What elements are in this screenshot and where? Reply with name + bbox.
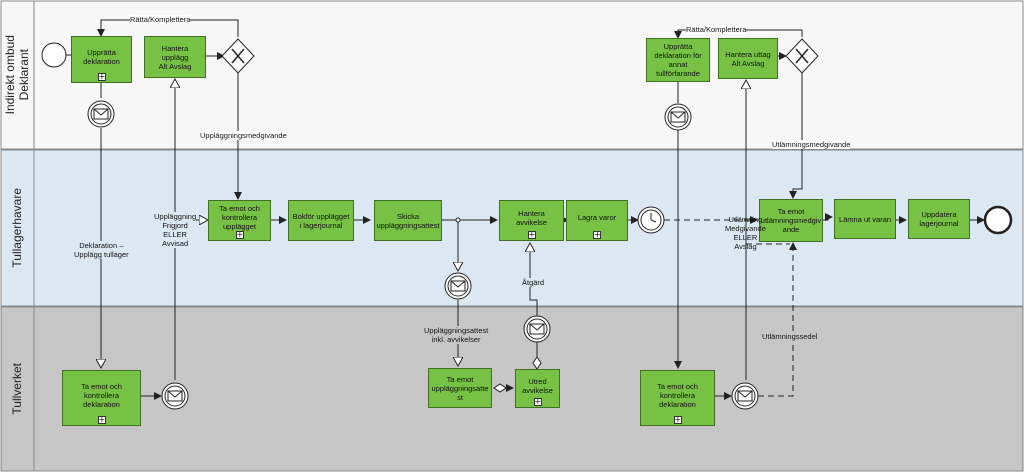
message-event-5 (161, 382, 189, 410)
task-bokfor-upplagget[interactable]: Bokför upplägget i lagerjournal (288, 200, 354, 241)
task-ta-emot-kontrollera-deklaration-2[interactable]: Ta emot och kontrollera deklaration+ (640, 370, 715, 426)
start-event (41, 42, 67, 68)
task-hantera-uttag[interactable]: Hantera uttag Alt Avslag (718, 38, 778, 79)
subprocess-marker-icon: + (235, 230, 244, 239)
task-lagra-varor[interactable]: Lagra varor+ (566, 200, 628, 241)
timer-event (637, 206, 665, 234)
task-hantera-upplagg[interactable]: Hantera upplägg Alt Avslag (144, 36, 206, 78)
task-hantera-avvikelse[interactable]: Hantera avvikelse+ (499, 200, 564, 241)
subprocess-marker-icon: + (97, 72, 106, 81)
label-atgard: Åtgärd (522, 278, 545, 287)
message-event-6 (731, 382, 759, 410)
label-ratta-komplettera-1: Rätta/Komplettera (130, 15, 191, 24)
subprocess-marker-icon: + (673, 415, 682, 424)
message-event-4 (523, 315, 551, 343)
subprocess-marker-icon: + (593, 230, 601, 239)
task-ta-emot-upplaggningsattest[interactable]: Ta emot uppläggningsatte st (428, 368, 492, 408)
label-deklaration-upplagg: Deklaration – Upplägg tullager (74, 241, 129, 259)
task-ta-emot-utlamningsmedgivande[interactable]: Ta emot utlämningsmedgiv ande (759, 199, 823, 242)
label-ratta-komplettera-2: Rätta/Komplettera (686, 25, 747, 34)
end-event (983, 205, 1013, 235)
label-upplaggningsmedgivande: Uppläggningsmedgivande (200, 131, 287, 140)
subprocess-marker-icon: + (533, 397, 542, 406)
dashed-flows (664, 216, 797, 397)
lane-label-lager: Tullagerhavare (10, 188, 24, 268)
lane-tull (0, 306, 1024, 472)
label-utlamning-medgivande-avslag: Utlämning Medgivande ELLER Avslag (725, 215, 766, 251)
label-utlamningssedel: Utlämningssedel (762, 332, 818, 341)
label-upplaggningsattest-avvikelser: Uppläggningsattest inkl. avvikelser (424, 326, 489, 344)
task-lamna-ut-varan[interactable]: Lämna ut varan (834, 199, 896, 239)
task-uppdatera-lagerjournal[interactable]: Uppdatera lagerjournal (908, 199, 970, 239)
task-ta-emot-kontrollera-deklaration-1[interactable]: Ta emot och kontrollera deklaration+ (62, 370, 141, 426)
lane-label-ombud: Indirekt ombud Deklarant (3, 35, 31, 115)
task-uppratta-deklaration[interactable]: Upprätta deklaration+ (71, 36, 132, 83)
lane-label-tull: Tullverket (10, 363, 24, 415)
task-uppratta-deklaration-annat[interactable]: Upprätta deklaration för annat tullförfa… (646, 38, 710, 82)
task-utred-avvikelse[interactable]: Utred avvikelse+ (515, 369, 560, 408)
subprocess-marker-icon: + (97, 415, 106, 424)
label-utlamningsmedgivande: Utlämningsmedgivande (772, 140, 851, 149)
task-ta-emot-kontrollera-upplagget[interactable]: Ta emot och kontrollera upplägget+ (208, 200, 271, 241)
subprocess-marker-icon: + (527, 230, 536, 239)
task-skicka-upplaggningsattest[interactable]: Skicka uppläggningsattest (374, 200, 442, 241)
message-event-2 (664, 103, 692, 131)
gateway-exclusive-1 (221, 38, 255, 74)
message-event-1 (87, 100, 115, 128)
gateway-exclusive-2 (785, 38, 819, 74)
label-upplaggning-frigord: Uppläggning Frigjord ELLER Avvisad (154, 212, 197, 248)
message-event-3 (444, 272, 472, 300)
